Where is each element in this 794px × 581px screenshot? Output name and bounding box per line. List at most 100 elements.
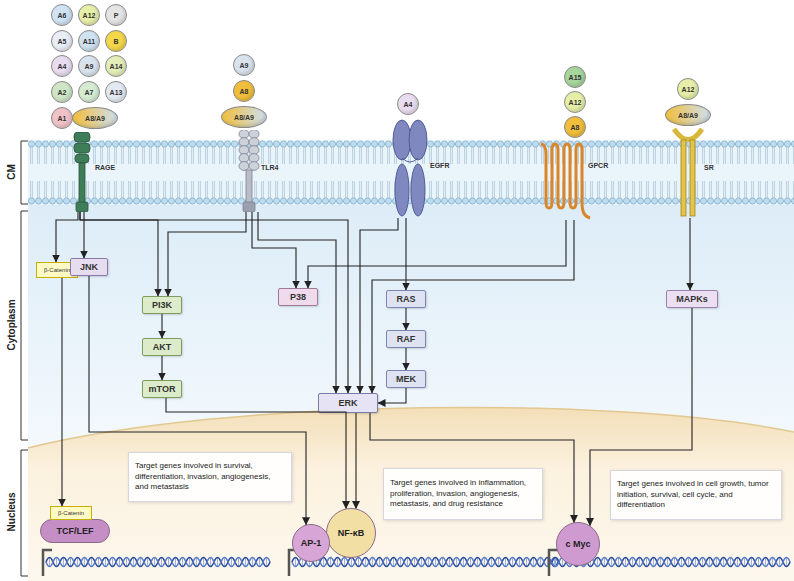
arrow-connector [89,276,306,525]
ligand-circle: A2 [51,81,73,103]
arrow-connector [161,356,162,380]
arrow-connector [56,212,78,262]
arrow-connector [83,212,84,258]
receptor: SR [672,128,728,218]
ligand-circle: A12 [677,78,699,100]
node-text: A11 [83,38,95,45]
node-text: A8/A9 [234,114,254,121]
arrow-connector [378,388,406,403]
nucleus [28,407,794,581]
arrow-connector [372,220,574,393]
node-text: β-Catenin [58,510,84,516]
node-text: MAPKs [676,294,708,304]
dna-strand [46,558,270,567]
receptor-shape [672,128,728,218]
node-text: A9 [240,62,249,69]
dna-strand [292,558,558,567]
node-text: A8/A9 [85,115,105,122]
receptor-label: RAGE [95,164,115,171]
node-text: A8/A9 [678,112,698,119]
kinase-box: AKT [142,338,182,356]
region-label: CM [6,164,17,180]
ligand-circle: A6 [51,4,73,26]
node-text: P [114,12,119,19]
receptor-shape [236,130,286,212]
ligand-circle: A7 [78,81,100,103]
ligand-circle: A4 [397,93,419,115]
arrow-connector [355,413,356,509]
node-text: A4 [404,101,413,108]
beta-catenin-box: β-Catenin [50,506,92,520]
node-text: RAF [397,334,416,344]
node-text: TCF/LEF [57,526,94,536]
ligand-circle: P [105,4,127,26]
dna-strand [46,558,270,567]
region-bracket [21,141,28,576]
receptor-label: TLR4 [261,164,279,171]
node-text: A13 [110,89,123,96]
ligand-circle: A9 [233,54,255,76]
kinase-box: MEK [386,370,426,388]
ligand-circle: A8 [564,116,586,138]
arrow-connector [61,278,62,506]
receptor: GPCR [540,140,612,220]
ligand-circle: B [105,30,127,52]
node-text: ERK [338,398,357,408]
ligand-circle: A9 [78,55,100,77]
kinase-box: ERK [318,393,378,413]
node-text: A8 [571,124,580,131]
ligand-circle: A12 [78,4,100,26]
transcription-factor: TCF/LEF [40,519,110,543]
receptor-label: SR [704,164,714,171]
node-text: Target genes involved in survival, diffe… [135,461,285,492]
promoter-mark [43,550,52,576]
node-text: Target genes involved in inflammation, p… [390,478,536,509]
node-text: A9 [85,63,94,70]
node-text: Target genes involved in cell growth, tu… [617,479,775,510]
promoter-mark [549,550,558,576]
ligand-circle: A4 [51,55,73,77]
ligand-circle: A13 [105,81,127,103]
arrow-connector [405,308,406,330]
node-text: A12 [682,86,695,93]
node-text: A12 [569,99,582,106]
dna-helix [43,550,790,576]
arrow-connector [689,218,690,290]
kinase-box: PI3K [142,296,182,314]
node-text: B [113,38,118,45]
receptor: EGFR [390,118,452,218]
kinase-box: P38 [278,288,318,306]
arrow-connector [161,314,162,338]
target-genes-box: Target genes involved in inflammation, p… [383,468,543,520]
receptor: TLR4 [236,130,286,212]
node-text: A4 [58,63,67,70]
node-text: A14 [110,63,123,70]
ligand-circle: A14 [105,55,127,77]
node-text: AKT [153,342,172,352]
arrow-connector [405,218,406,290]
node-text: mTOR [149,384,176,394]
node-text: AP-1 [301,538,322,548]
ligand-circle: A1 [51,107,73,129]
ligand-circle: A8 [233,80,255,102]
ligand-circle: A8/A9 [665,104,711,126]
node-text: A5 [58,38,67,45]
node-text: RAS [396,294,415,304]
kinase-box: MAPKs [666,290,718,308]
arrow-connector [405,348,406,370]
node-text: A2 [58,89,67,96]
target-genes-box: Target genes involved in cell growth, tu… [610,470,782,520]
region-label: Cytoplasm [6,299,17,350]
ligand-circle: A15 [564,66,586,88]
transcription-factor: AP-1 [292,524,330,562]
node-text: A15 [569,74,582,81]
node-text: A8 [240,88,249,95]
receptor-label: EGFR [430,162,449,169]
node-text: JNK [80,262,98,272]
receptor: RAGE [68,132,124,212]
arrow-connector [168,212,246,296]
arrow-connector [590,308,692,526]
arrow-connector [258,212,336,393]
